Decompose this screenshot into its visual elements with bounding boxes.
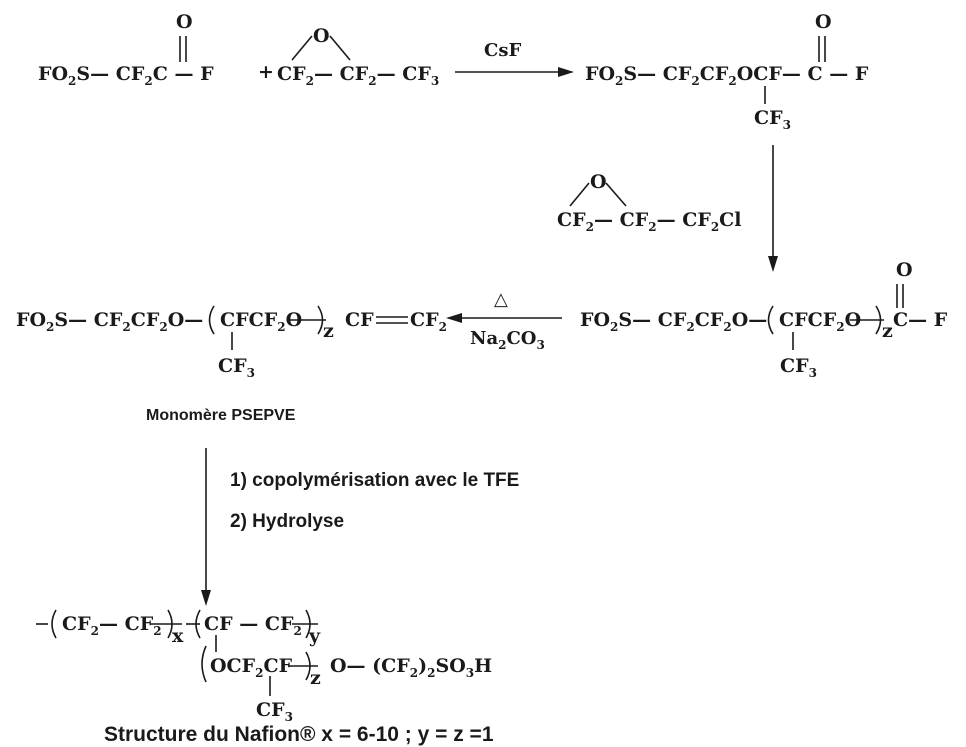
reactant-hexafluoropropylene-oxide: O CF2— CF2— CF3 xyxy=(277,25,439,88)
step4-copolymerisation: 1) copolymérisation avec le TFE xyxy=(230,470,519,491)
reactant2-formula: CF2— CF2— CF3 xyxy=(277,63,439,88)
reaction-arrow-4: 1) copolymérisation avec le TFE 2) Hydro… xyxy=(201,448,519,606)
monomer-vinyl-group: CF xyxy=(345,309,374,331)
monomer-label: Monomère PSEPVE xyxy=(146,407,296,424)
nafion-caption: Structure du Nafion® x = 6-10 ; y = z =1 xyxy=(104,723,494,746)
polymer-vinyl-ether-unit: CF — CF2 xyxy=(204,613,302,638)
nafion-polymer-structure: CF2— CF2 x CF — CF2 y OCF2CF z O— (CF2)2… xyxy=(36,609,492,724)
intermediate2-acyl-fluoride: C— F xyxy=(893,309,948,331)
intermediate2-z-index: z xyxy=(882,320,893,342)
epoxide1-bond-right xyxy=(329,35,351,61)
intermediate1-branch-cf3: CF3 xyxy=(754,107,791,132)
reaction-arrow-3: △ Na2CO3 xyxy=(446,289,562,352)
monomer-bracket-open xyxy=(208,305,215,335)
arrow1-head xyxy=(558,67,574,77)
intermediate2-formula-left: FO2S— CF2CF2O— xyxy=(580,309,767,334)
intermediate2-repeat-unit: CFCF2O xyxy=(779,309,861,334)
reagent-csf: CsF xyxy=(484,40,521,61)
intermediate1-carbonyl-oxygen: O xyxy=(815,11,832,33)
reactant1-carbonyl-oxygen: O xyxy=(176,11,193,33)
arrow3-head xyxy=(446,313,462,323)
reaction-arrow-2: O CF2— CF2— CF2Cl xyxy=(557,145,778,272)
monomer-repeat-unit: CFCF2O xyxy=(220,309,302,334)
epoxide1-bond-left xyxy=(291,35,313,61)
monomer-structure: FO2S— CF2CF2O— CFCF2O z CF CF2 CF3 xyxy=(16,305,447,380)
epoxide2-bond-right xyxy=(605,182,627,207)
monomer-terminal-cf2: CF2 xyxy=(410,309,447,334)
intermediate2-branch-cf3: CF3 xyxy=(780,355,817,380)
monomer-branch-cf3: CF3 xyxy=(218,355,255,380)
intermediate2-bracket-open xyxy=(767,305,774,335)
reactant-fluorosulfonyl-difluoroacetyl-fluoride: FO2S— CF2C — F O xyxy=(38,11,214,88)
reagent-chlorinated-epoxide: CF2— CF2— CF2Cl xyxy=(557,209,742,234)
arrow2-head xyxy=(768,256,778,272)
polymer-sulfonic-acid-tail: O— (CF2)2SO3H xyxy=(330,655,492,680)
reagent-heat: △ xyxy=(494,289,508,310)
polymer-side-chain-unit: OCF2CF xyxy=(210,655,293,680)
polymer-y-index: y xyxy=(308,625,321,647)
monomer-z-index: z xyxy=(323,320,334,342)
polymer-x-index: x xyxy=(172,625,184,647)
reaction-arrow-1: CsF xyxy=(455,40,574,77)
polymer-bracket-z-open xyxy=(201,645,207,683)
reagent-sodium-carbonate: Na2CO3 xyxy=(470,328,545,352)
epoxide1-oxygen: O xyxy=(313,25,330,47)
polymer-tfe-unit: CF2— CF2 xyxy=(62,613,162,638)
polymer-z-index: z xyxy=(310,667,321,689)
reactant1-formula: FO2S— CF2C — F xyxy=(38,63,214,88)
intermediate1-formula: FO2S— CF2CF2OCF— C — F xyxy=(585,63,869,88)
epoxide2-bond-left xyxy=(569,182,590,207)
epoxide2-oxygen: O xyxy=(590,171,607,193)
arrow4-head xyxy=(201,590,211,606)
plus-sign: + xyxy=(258,61,274,83)
polymer-bracket-x-open xyxy=(51,609,57,639)
intermediate-acyl-fluoride-2: FO2S— CF2CF2O— CFCF2O z C— F O CF3 xyxy=(580,259,948,380)
step4-hydrolysis: 2) Hydrolyse xyxy=(230,511,344,532)
polymer-branch-cf3: CF3 xyxy=(256,699,293,724)
intermediate2-carbonyl-oxygen: O xyxy=(896,259,913,281)
intermediate-acyl-fluoride-1: FO2S— CF2CF2OCF— C — F O CF3 xyxy=(585,11,869,132)
monomer-formula-left: FO2S— CF2CF2O— xyxy=(16,309,203,334)
